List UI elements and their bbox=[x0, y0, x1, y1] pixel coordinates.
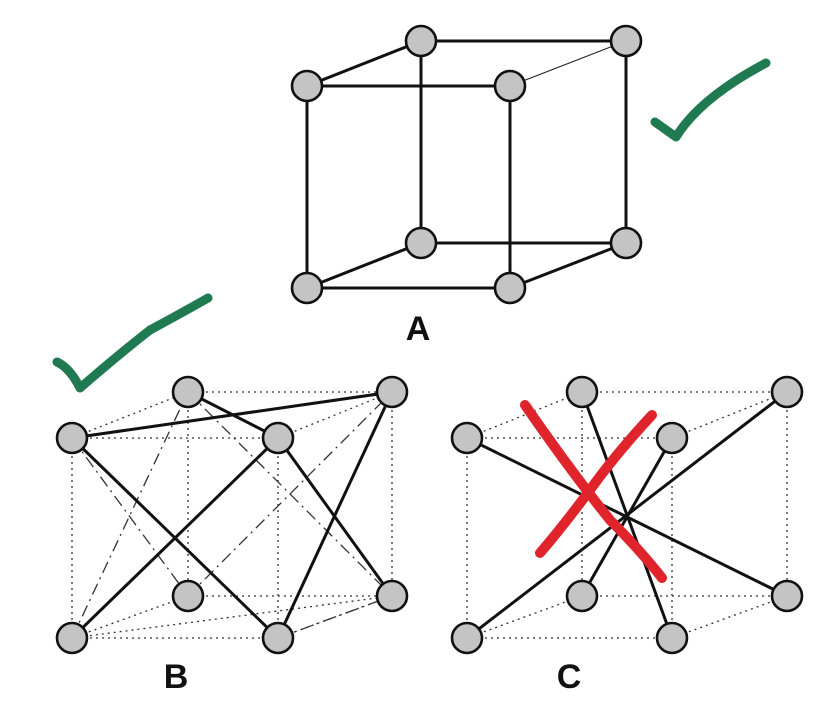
atom bbox=[171, 375, 205, 409]
edge bbox=[508, 241, 628, 290]
check-mark-icon bbox=[52, 293, 213, 393]
atom bbox=[450, 621, 484, 655]
bond bbox=[276, 390, 394, 640]
guide-line bbox=[71, 595, 393, 639]
atom bbox=[609, 226, 643, 260]
back-bond bbox=[71, 437, 189, 597]
atom bbox=[261, 621, 295, 655]
guide-line bbox=[466, 391, 583, 439]
bond bbox=[70, 436, 280, 640]
atom bbox=[290, 271, 324, 305]
diagram-label-b: B bbox=[164, 658, 189, 696]
cross-mark-icon bbox=[535, 410, 657, 558]
cross-mark-icon bbox=[520, 400, 667, 583]
diagram-c: C bbox=[450, 375, 804, 696]
atom bbox=[655, 621, 689, 655]
edge bbox=[509, 40, 627, 87]
guide-line bbox=[71, 391, 189, 439]
atom bbox=[375, 579, 409, 613]
guide-line bbox=[671, 391, 788, 439]
atom bbox=[375, 375, 409, 409]
edge bbox=[305, 39, 423, 88]
back-bond bbox=[71, 391, 189, 639]
guide-line bbox=[71, 595, 189, 639]
atom bbox=[55, 621, 89, 655]
check-mark-icon bbox=[650, 58, 771, 142]
diagram-label-c: C bbox=[557, 658, 582, 696]
atom bbox=[609, 24, 643, 58]
back-bond bbox=[277, 595, 393, 639]
atom bbox=[565, 579, 599, 613]
atom bbox=[770, 375, 804, 409]
atom bbox=[655, 421, 689, 455]
atom bbox=[261, 421, 295, 455]
atom bbox=[493, 69, 527, 103]
bond bbox=[580, 436, 674, 598]
guide-line bbox=[277, 391, 393, 439]
guide-line bbox=[277, 595, 393, 639]
bond bbox=[186, 390, 280, 440]
atom bbox=[171, 579, 205, 613]
back-bond bbox=[187, 391, 393, 597]
edge bbox=[305, 241, 423, 290]
atom bbox=[770, 579, 804, 613]
diagram-label-a: A bbox=[406, 310, 431, 348]
atom bbox=[290, 69, 324, 103]
atom bbox=[565, 375, 599, 409]
guide-line bbox=[466, 595, 583, 639]
diagram-b: B bbox=[52, 293, 409, 696]
guide-line bbox=[671, 595, 788, 639]
atom bbox=[450, 421, 484, 455]
atom bbox=[404, 226, 438, 260]
atom bbox=[55, 421, 89, 455]
atom bbox=[404, 24, 438, 58]
diagram-a: A bbox=[290, 24, 771, 348]
atom bbox=[493, 271, 527, 305]
